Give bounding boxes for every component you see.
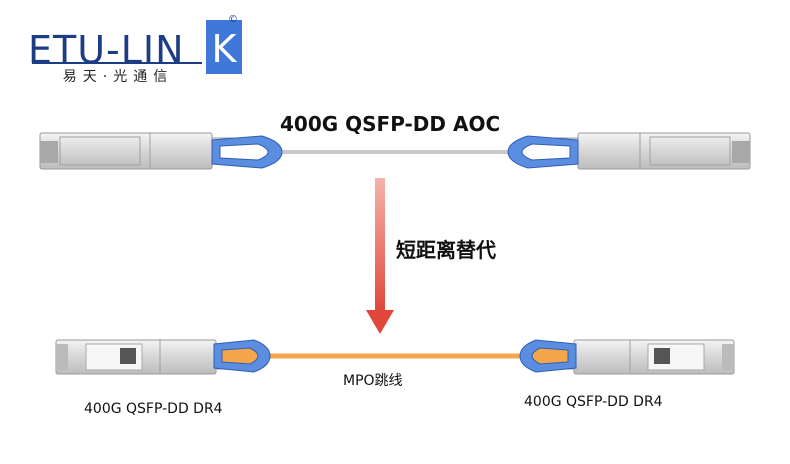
logo-underline [32,62,202,64]
dr4-right-module [559,339,735,375]
logo-tagline: 易天·光通信 [62,69,174,85]
logo-registered-mark: © [228,14,238,25]
dr4-left-module [55,339,231,375]
dr4-right-label: 400G QSFP-DD DR4 [524,394,663,410]
aoc-right-module [555,132,751,170]
dr4-left-label: 400G QSFP-DD DR4 [84,401,223,417]
replacement-label: 短距离替代 [396,238,496,262]
aoc-cable-assembly [39,132,751,170]
dr4-mpo-assembly [55,339,735,375]
mpo-cable-label: MPO跳线 [343,373,403,389]
etu-link-logo: ETU-LIN K © 易天·光通信 [28,14,243,98]
aoc-left-module [39,132,235,170]
logo-wordmark: ETU-LIN [28,28,185,72]
replacement-arrow [366,178,394,334]
logo-k-block: K [206,20,242,74]
aoc-title: 400G QSFP-DD AOC [280,112,501,136]
